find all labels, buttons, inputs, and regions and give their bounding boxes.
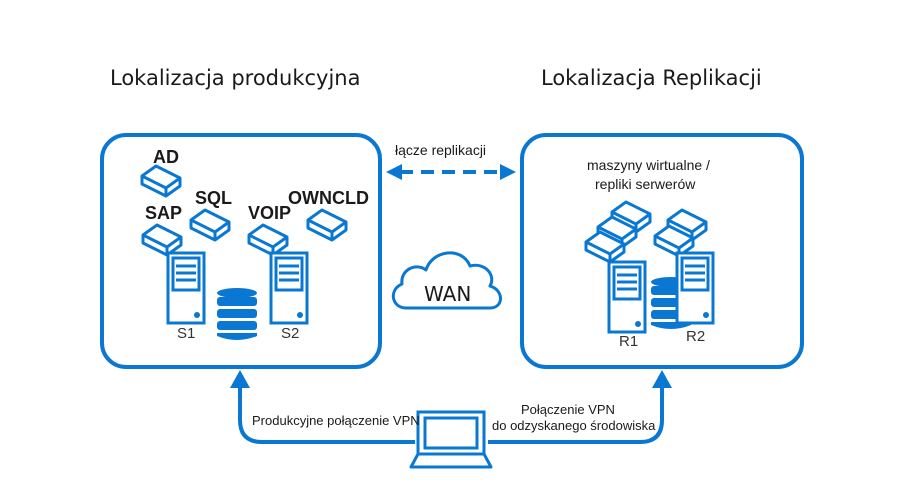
vm-icon-voip <box>247 223 289 257</box>
server-icon-r1 <box>607 260 647 334</box>
vm-icon-ad <box>140 164 182 198</box>
replication-site-title: Lokalizacja Replikacji <box>541 66 762 90</box>
production-site-title: Lokalizacja produkcyjna <box>110 66 361 90</box>
server-icon-r2 <box>675 251 715 325</box>
vm-icon-owncld <box>306 208 348 242</box>
service-label-owncld: OWNCLD <box>288 188 369 208</box>
server-label-s1: S1 <box>177 325 196 342</box>
service-label-ad: AD <box>153 147 179 167</box>
service-label-sap: SAP <box>145 203 183 223</box>
replication-site-box <box>520 133 804 369</box>
replication-link-arrow <box>386 164 516 180</box>
server-label-r1: R1 <box>619 333 639 350</box>
service-label-voip: VOIP <box>248 203 292 223</box>
vm-icon-sap <box>141 223 183 257</box>
server-label-r2: R2 <box>686 328 706 345</box>
production-vpn-label: Produkcyjne połączenie VPN <box>252 413 420 428</box>
replication-caption-line2: repliki serwerów <box>595 176 696 192</box>
recovery-vpn-label-line1: Połączenie VPN <box>521 402 615 417</box>
database-icon-production <box>217 288 257 340</box>
production-site-box <box>100 133 382 369</box>
recovery-vpn-arrow <box>488 370 672 444</box>
laptop-icon <box>409 410 493 469</box>
wan-label: WAN <box>424 282 472 306</box>
service-label-sql: SQL <box>195 188 233 208</box>
wan-cloud-icon <box>391 251 502 310</box>
recovery-vpn-label-line2: do odzyskanego środowiska <box>492 418 656 433</box>
vm-icon-sql <box>189 208 231 242</box>
server-icon-s2 <box>269 251 309 325</box>
server-icon-s1 <box>166 251 206 325</box>
replication-link-label: łącze replikacji <box>395 142 487 158</box>
server-label-s2: S2 <box>281 325 300 342</box>
replication-caption-line1: maszyny wirtualne / <box>587 157 710 173</box>
production-vpn-arrow <box>230 370 415 444</box>
